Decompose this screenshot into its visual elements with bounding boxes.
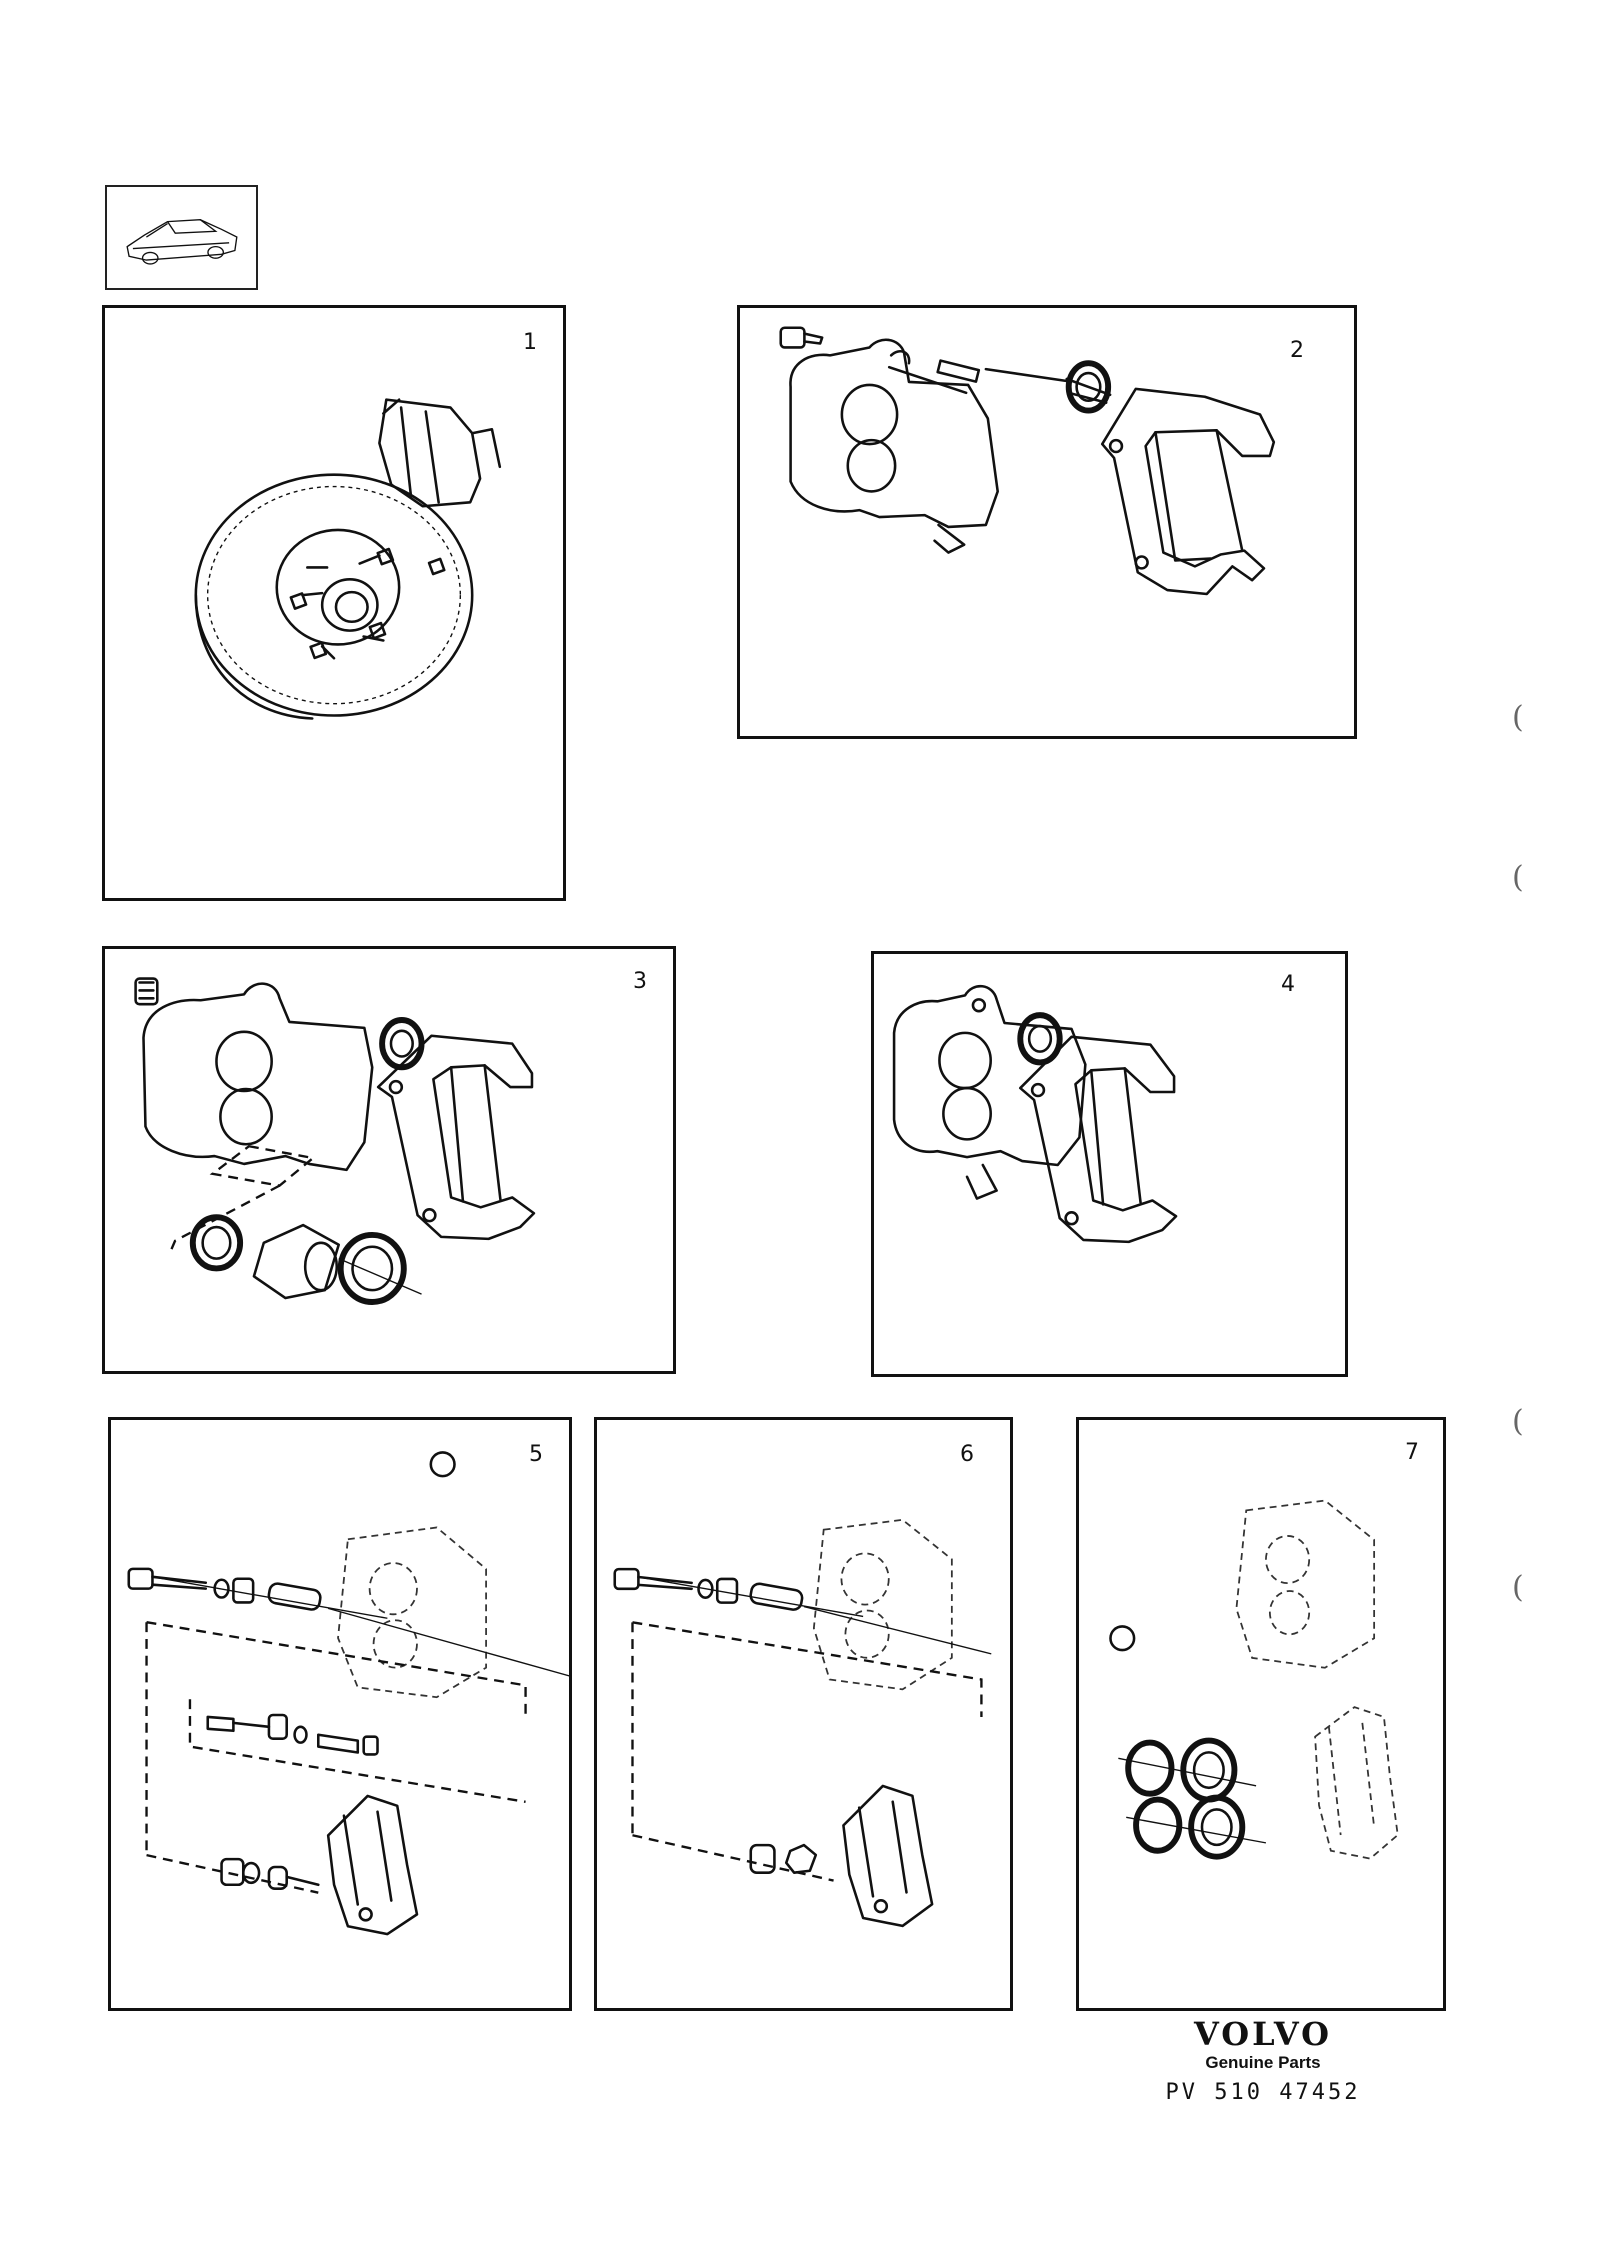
brake-disc-drawing <box>194 398 502 720</box>
brand-logo: VOLVO <box>1194 2015 1332 2053</box>
scan-mark: ( <box>1512 1404 1524 1439</box>
brand-block: VOLVO Genuine Parts PV 510 47452 <box>1098 2016 1428 2108</box>
caliper-assembly-drawing <box>779 326 1276 596</box>
panel-number: 2 <box>1290 338 1304 363</box>
scan-mark: ( <box>1512 860 1524 895</box>
panel-6-guide-bushing-kit[interactable]: 6 <box>594 1417 1013 2011</box>
caliper-piston-drawing <box>134 977 536 1305</box>
panel-number: 3 <box>633 969 647 994</box>
seal-kit-drawing <box>1109 1499 1399 1860</box>
panel-number: 1 <box>523 330 537 355</box>
panel-5-guide-pin-kit[interactable]: 5 <box>108 1417 572 2011</box>
scan-mark: ( <box>1512 1570 1524 1605</box>
panel-1-brake-disc[interactable]: 1 <box>102 305 566 901</box>
car-icon <box>126 219 238 265</box>
panel-number: 5 <box>529 1442 543 1467</box>
brand-tagline: Genuine Parts <box>1205 2053 1321 2072</box>
guide-bushing-kit-drawing <box>613 1518 992 1928</box>
vehicle-thumbnail <box>105 185 258 290</box>
caliper-guide-boot-drawing <box>892 985 1178 1244</box>
panel-number: 4 <box>1281 972 1295 997</box>
part-code: PV 510 47452 <box>1165 2080 1361 2105</box>
panel-number: 7 <box>1405 1440 1419 1465</box>
panel-2-caliper-assembly[interactable]: 2 <box>737 305 1357 739</box>
panel-3-caliper-piston-seals[interactable]: 3 <box>102 946 676 1374</box>
guide-pin-kit-drawing <box>127 1451 569 1936</box>
scan-mark: ( <box>1512 700 1524 735</box>
panel-number: 6 <box>960 1442 974 1467</box>
panel-4-caliper-guide-boot[interactable]: 4 <box>871 951 1348 1377</box>
panel-7-seal-kit[interactable]: 7 <box>1076 1417 1446 2011</box>
